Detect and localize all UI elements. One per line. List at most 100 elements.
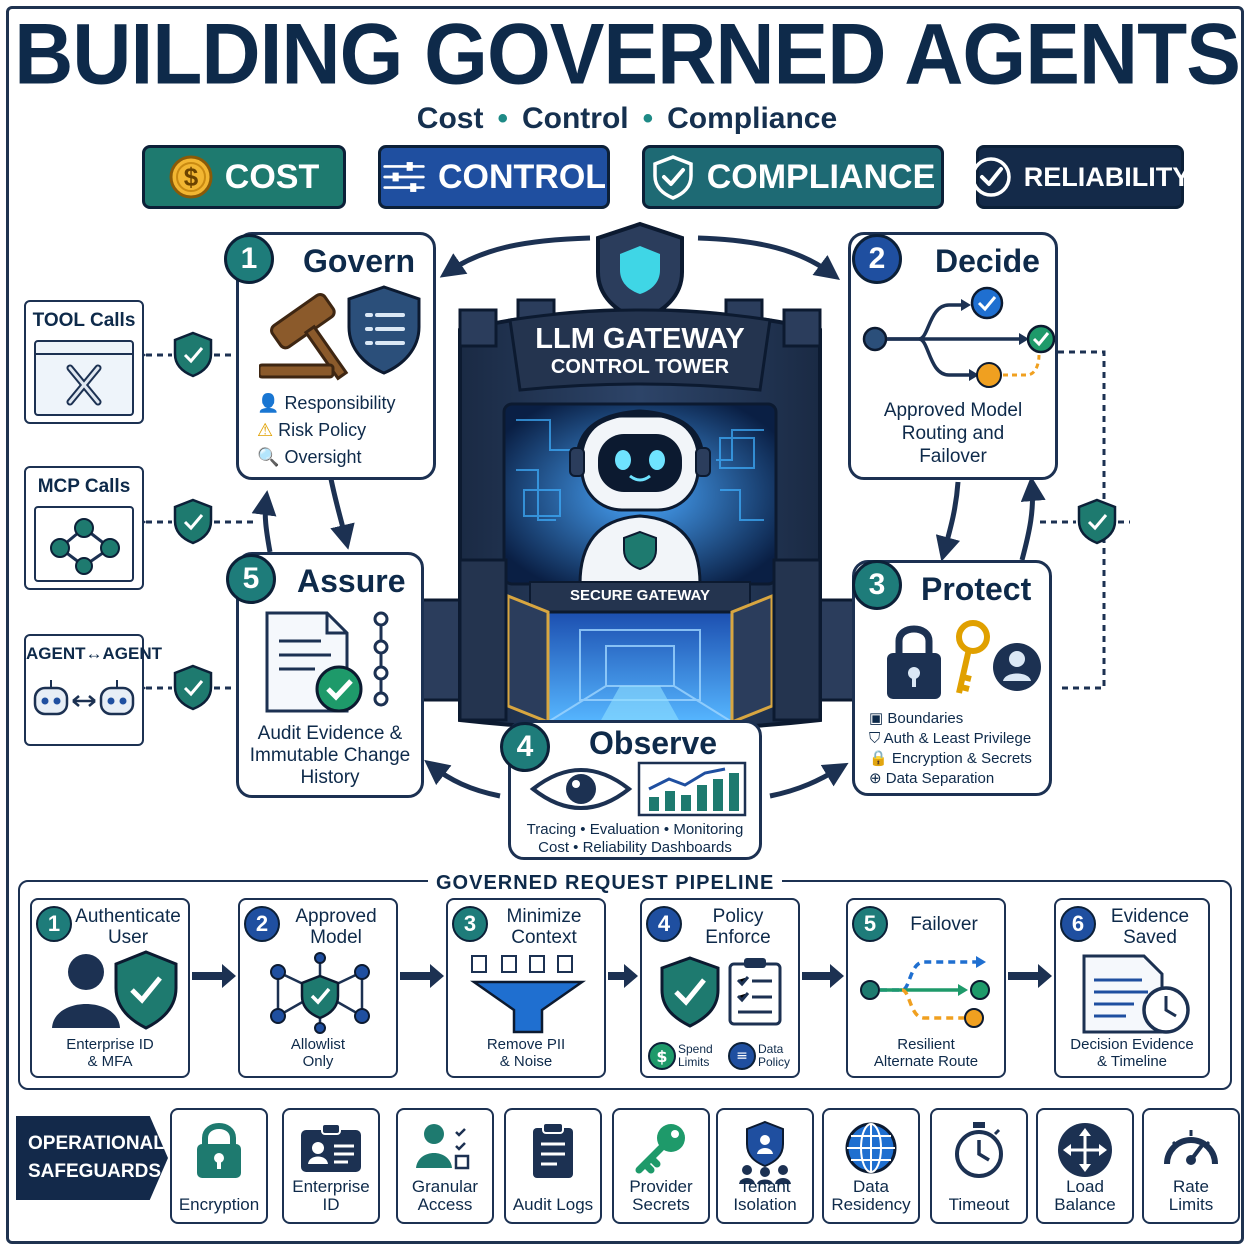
step-number: 1 [224, 234, 274, 284]
safeguard-encryption: Encryption [170, 1108, 268, 1224]
tower-illustration [418, 221, 862, 732]
observe-caption: Tracing • Evaluation • Monitoring Cost •… [526, 821, 744, 856]
main-title: BUILDING GOVERNED AGENTS [14, 6, 1241, 103]
outer-frame [6, 6, 1244, 1244]
pillar-label: COMPLIANCE [706, 157, 936, 196]
step-assure-card: Assure Audit Evidence & Immutable Change… [236, 552, 424, 798]
stage-caption: Remove PII& Noise [486, 1036, 566, 1070]
stage-caption: Decision Evidence& Timeline [1070, 1036, 1194, 1070]
stage-number: 5 [852, 906, 888, 942]
dollar-icon: $ [648, 1042, 676, 1070]
safeguard-label: Encryption [178, 1195, 260, 1214]
stage-caption: Enterprise ID& MFA [66, 1036, 154, 1070]
policy-shield-checklist-icon [660, 956, 782, 1028]
lock-icon: 🔒 [869, 750, 888, 767]
llm-gateway-tower: LLM GATEWAY CONTROL TOWER SECURE GATEWAY [418, 220, 862, 740]
audit-document-icon [265, 611, 389, 713]
model-network-icon [270, 952, 370, 1034]
pillar-compliance: COMPLIANCE [642, 145, 944, 209]
lock-key-user-icon [887, 620, 1041, 699]
step-title: Protect [921, 571, 1032, 607]
lock-icon [197, 1123, 241, 1178]
failover-route-icon [860, 956, 990, 1028]
assure-caption: Audit Evidence & Immutable Change Histor… [249, 723, 411, 788]
network-icon [34, 506, 134, 582]
step-title: Decide [935, 243, 1040, 279]
subtitle: Cost•Control•Compliance [0, 102, 1254, 136]
gateway-title: LLM GATEWAY [535, 323, 745, 355]
gateway-subtitle: CONTROL TOWER [550, 356, 730, 378]
user-checklist-icon [416, 1124, 470, 1170]
dollar-coin-icon: $ [169, 155, 213, 199]
link-shield-icons [173, 331, 1117, 711]
clipboard-icon [533, 1122, 573, 1178]
subtitle-control: Control [521, 102, 629, 135]
step-title: Assure [297, 563, 406, 599]
source-label: MCP Calls [37, 476, 131, 497]
operational-safeguards-label: OPERATIONAL SAFEGUARDS [16, 1116, 168, 1200]
protect-items: ▣ Boundaries ⛉ Auth & Least Privilege 🔒 … [869, 709, 1032, 789]
govern-items: 👤 Responsibility ⚠ Risk Policy 🔍 Oversig… [257, 393, 396, 468]
pipeline-title: GOVERNED REQUEST PIPELINE [428, 872, 783, 895]
stage-number: 1 [36, 906, 72, 942]
boundary-icon: ▣ [869, 710, 884, 727]
key-icon [635, 1124, 685, 1174]
gauge-icon [1164, 1130, 1218, 1165]
tools-icon [34, 340, 134, 416]
protect-item: ⊕ Data Separation [869, 770, 995, 787]
separator-dot: • [642, 102, 654, 135]
subtitle-compliance: Compliance [667, 102, 838, 135]
flow-arrows [138, 235, 1130, 799]
user-shield-icon [52, 950, 178, 1030]
routing-icon [862, 286, 1055, 388]
pillar-cost: $ COST [142, 145, 346, 209]
eye-chart-icon [529, 761, 747, 817]
check-circle-icon [970, 155, 1012, 199]
safeguard-label: Enterprise ID [292, 1177, 370, 1214]
shield-check-icon [651, 155, 695, 200]
arrow-tower-to-govern [439, 235, 591, 278]
robots-icon [29, 674, 139, 724]
step-title: Observe [589, 725, 718, 761]
safeguard-audit-logs: Audit Logs [504, 1108, 602, 1224]
govern-item: ⚠ Risk Policy [257, 420, 367, 440]
database-icon: ≡ [728, 1042, 756, 1070]
arrow-decide-to-protect [935, 481, 961, 562]
step-number: 2 [852, 234, 902, 284]
tenant-shield-icon [739, 1120, 791, 1184]
evidence-document-clock-icon [1082, 954, 1190, 1034]
govern-item: 👤 Responsibility [257, 393, 396, 413]
safeguard-timeout: Timeout [930, 1108, 1028, 1224]
arrow-observe-to-assure [424, 759, 501, 799]
step-number: 5 [226, 554, 276, 604]
sliders-icon [382, 155, 426, 199]
person-icon: 👤 [257, 393, 280, 413]
arrow-govern-to-assure [327, 473, 355, 550]
source-agent-agent: AGENT↔AGENT [24, 634, 162, 746]
magnifier-icon: 🔍 [257, 447, 280, 467]
auth-shield-icon: ⛉ [869, 730, 881, 747]
safeguard-label: Audit Logs [512, 1195, 594, 1214]
gavel-shield-icon [259, 285, 421, 381]
subtitle-cost: Cost [416, 102, 484, 135]
gateway-banner: SECURE GATEWAY [569, 587, 711, 604]
load-balance-icon [1058, 1123, 1112, 1177]
stopwatch-icon [955, 1122, 1003, 1178]
